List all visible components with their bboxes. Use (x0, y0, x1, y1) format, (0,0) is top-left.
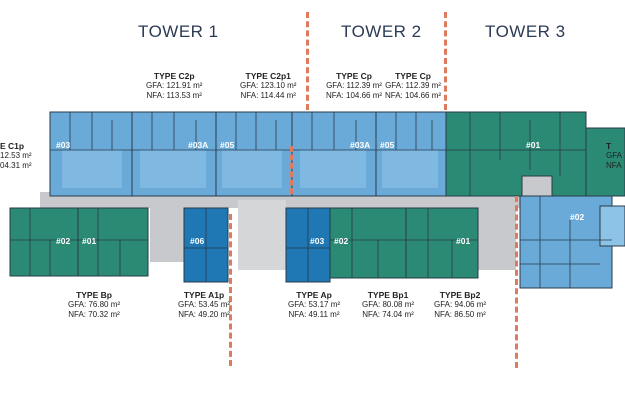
unit-hatch-t2-05 (382, 150, 438, 188)
unit-type: E C1p (0, 141, 25, 151)
unit-gfa: GFA: 112.39 m² (326, 81, 382, 90)
core-tower2 (478, 200, 516, 270)
unit-type: TYPE Cp (395, 71, 431, 81)
unit-gfa: GFA: 76.80 m² (68, 300, 121, 309)
unit-type: TYPE Ap (296, 290, 332, 300)
unit-nfa: NFA: 74.04 m² (362, 310, 414, 319)
unit-block-t3-01 (445, 111, 587, 197)
unit-type: TYPE Bp1 (367, 290, 409, 300)
unit-label-bp1: TYPE Bp1 GFA: 80.08 m² NFA: 74.04 m² (362, 290, 414, 320)
core-center (238, 200, 286, 270)
unit-gfa: GFA: 53.17 m² (288, 300, 341, 309)
unit-id-t1-02: #02 (56, 236, 70, 246)
unit-nfa: NFA: 86.50 m² (434, 310, 486, 319)
unit-gfa: GFA: 112.39 m² (385, 81, 441, 90)
unit-nfa: NFA: 49.20 m² (178, 310, 230, 319)
unit-nfa: NFA: 49.11 m² (288, 310, 340, 319)
unit-type: TYPE Bp (76, 290, 112, 300)
unit-id-t2-03a: #03A (350, 140, 370, 150)
tower-divider-1-upper (306, 12, 309, 110)
unit-gfa: GFA: 53.45 m² (178, 300, 231, 309)
unit-id-t1-06: #06 (190, 236, 204, 246)
unit-type: TYPE C2p (153, 71, 195, 81)
unit-block-t3-02-strip (599, 205, 625, 247)
unit-id-t1-05: #05 (220, 140, 234, 150)
unit-label-cp-b: TYPE Cp GFA: 112.39 m² NFA: 104.66 m² (385, 71, 441, 101)
unit-block-t3-01-wing (585, 127, 625, 197)
unit-type: TYPE Bp2 (439, 290, 481, 300)
unit-type: TYPE C2p1 (245, 71, 291, 81)
unit-id-t1-01: #01 (82, 236, 96, 246)
unit-block-t2-01 (405, 207, 479, 279)
unit-id-t2-03: #03 (310, 236, 324, 246)
tower-3-heading: TOWER 3 (485, 22, 566, 41)
unit-gfa: GFA: 123.10 m² (240, 81, 297, 90)
tower-divider-2-lower (515, 196, 518, 368)
unit-block-t3-02 (519, 195, 613, 289)
unit-id-t2-05: #05 (380, 140, 394, 150)
unit-gfa: GFA: 94.06 m² (434, 300, 487, 309)
core-tower3 (521, 175, 553, 199)
unit-gfa: 12.53 m² (0, 151, 32, 160)
unit-label-c1p: E C1p 12.53 m² 04.31 m² (0, 141, 32, 171)
unit-block-t1-01 (77, 207, 149, 277)
unit-id-t3-01: #01 (526, 140, 540, 150)
unit-block-t2-02 (329, 207, 407, 279)
unit-label-ap: TYPE Ap GFA: 53.17 m² NFA: 49.11 m² (288, 290, 340, 320)
unit-hatch-t1-03a (140, 150, 206, 188)
unit-gfa: GFA: 121.91 m² (146, 81, 203, 90)
tower-1-heading: TOWER 1 (138, 22, 219, 41)
unit-id-t2-01: #01 (456, 236, 470, 246)
unit-gfa: GFA: 80.08 m² (362, 300, 415, 309)
unit-hatch-t2-03a (300, 150, 366, 188)
unit-id-t1-03: #03 (56, 140, 70, 150)
unit-block-t1-02 (9, 207, 79, 277)
unit-id-t2-02: #02 (334, 236, 348, 246)
unit-label-bp2: TYPE Bp2 GFA: 94.06 m² NFA: 86.50 m² (434, 290, 486, 320)
unit-nfa: NFA: 113.53 m² (146, 91, 202, 100)
unit-label-c2p1: TYPE C2p1 GFA: 123.10 m² NFA: 114.44 m² (240, 71, 296, 101)
unit-label-cp-a: TYPE Cp GFA: 112.39 m² NFA: 104.66 m² (326, 71, 382, 101)
unit-nfa: NFA (606, 161, 622, 170)
unit-nfa: NFA: 104.66 m² (326, 91, 383, 100)
unit-id-t1-03a: #03A (188, 140, 208, 150)
unit-label-a1p: TYPE A1p GFA: 53.45 m² NFA: 49.20 m² (178, 290, 230, 320)
core-tower1 (150, 200, 188, 262)
unit-label-bp: TYPE Bp GFA: 76.80 m² NFA: 70.32 m² (68, 290, 120, 320)
unit-nfa: 04.31 m² (0, 161, 32, 170)
interior-partitions (10, 112, 612, 288)
unit-nfa: NFA: 70.32 m² (68, 310, 120, 319)
unit-type: TYPE A1p (183, 290, 225, 300)
unit-gfa: GFA (606, 151, 623, 160)
tower-divider-1-lower (229, 214, 232, 366)
unit-id-t3-02: #02 (570, 212, 584, 222)
unit-label-c2p: TYPE C2p GFA: 121.91 m² NFA: 113.53 m² (146, 71, 202, 101)
unit-label-t3-right: T GFA NFA (606, 141, 622, 171)
unit-nfa: NFA: 114.44 m² (240, 91, 296, 100)
unit-type: T (606, 141, 612, 151)
unit-hatch-t1-05 (222, 150, 282, 188)
tower-divider-1-middle (290, 146, 293, 194)
unit-type: TYPE Cp (336, 71, 372, 81)
tower-divider-2-upper (444, 12, 447, 110)
tower-2-heading: TOWER 2 (341, 22, 422, 41)
unit-nfa: NFA: 104.66 m² (385, 91, 442, 100)
unit-hatch-t1-03 (62, 150, 122, 188)
